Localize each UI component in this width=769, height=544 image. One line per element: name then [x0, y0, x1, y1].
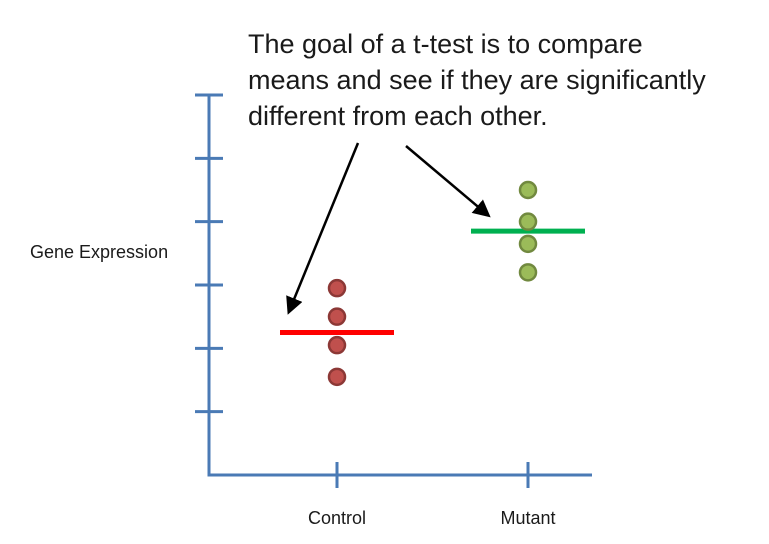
control-data-point — [327, 278, 347, 298]
x-tick-label: Control — [308, 508, 366, 528]
mutant-data-point — [518, 263, 538, 282]
annotation-line-1: The goal of a t-test is to compare — [248, 29, 643, 59]
annotation-line-3: different from each other. — [248, 101, 548, 131]
annotation-arrow-mutant — [405, 145, 491, 218]
mutant-data-point — [518, 212, 538, 231]
x-tick-label: Mutant — [500, 508, 555, 528]
annotation-line-2: means and see if they are significantly — [248, 65, 706, 95]
mutant-data-point — [518, 234, 538, 254]
y-axis-label: Gene Expression — [30, 242, 169, 262]
control-data-point — [327, 367, 347, 387]
control-data-point — [327, 335, 347, 355]
mutant-data-point — [518, 180, 538, 200]
annotation-arrow-control — [286, 142, 360, 315]
control-data-point — [327, 307, 347, 326]
